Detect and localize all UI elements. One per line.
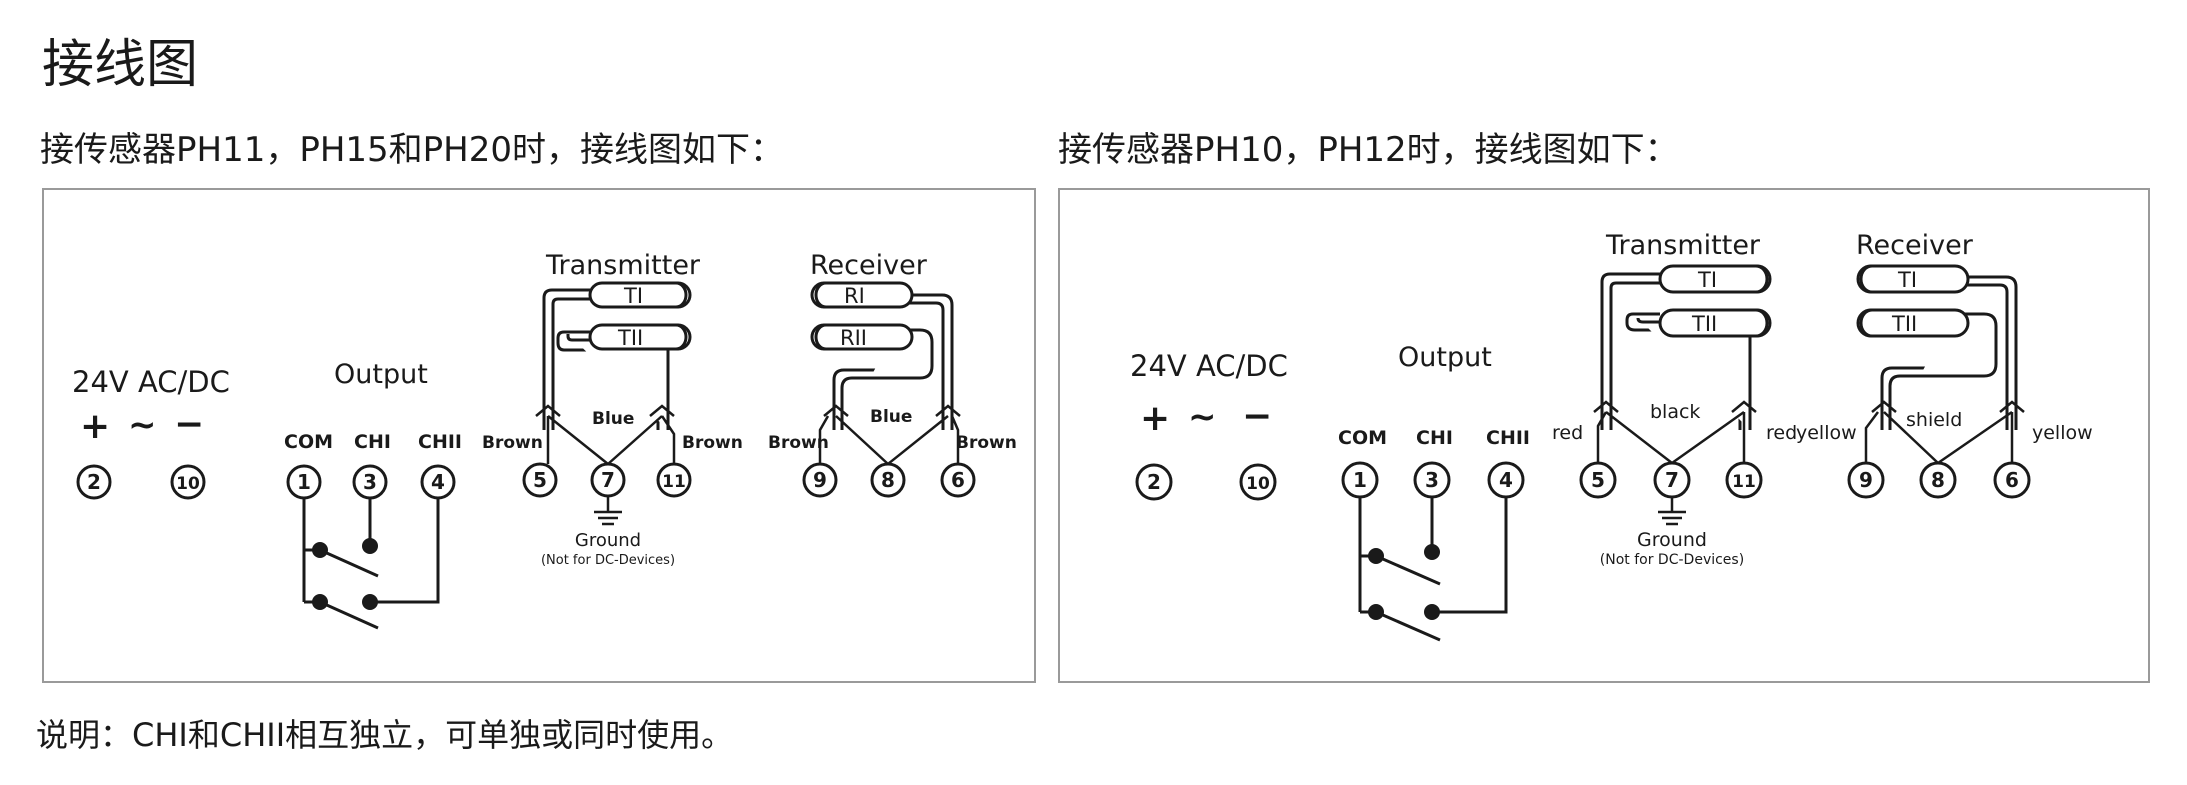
com-label: COM (284, 431, 333, 453)
terminal-2 (76, 464, 112, 500)
terminal-7-label: 7 (601, 468, 615, 492)
relay-contacts (302, 498, 440, 630)
transmitter-sensor (542, 281, 692, 430)
ch1-label: CHI (1416, 427, 1453, 449)
left-wiring-diagram: 24V AC/DC + ~ − 2 10 1 3 4 5 7 11 9 (42, 188, 1036, 683)
rx-left-wire-label: Brown (768, 433, 829, 453)
terminal-5 (522, 462, 558, 498)
terminal-8-label: 8 (1931, 468, 1945, 492)
transmitter-wires (1593, 400, 1757, 526)
r1-label: TI (1897, 268, 1917, 292)
ground-label: Ground (575, 530, 641, 551)
ch2-label: CHII (1486, 427, 1530, 449)
rx-right-wire-label: Brown (956, 433, 1017, 453)
minus-sign: − (1242, 396, 1272, 437)
terminal-11-label: 11 (1732, 472, 1756, 492)
ground-note: (Not for DC-Devices) (1600, 552, 1744, 568)
com-label: COM (1338, 427, 1387, 449)
terminal-5-label: 5 (1591, 468, 1605, 492)
transmitter-sensor (1600, 264, 1772, 430)
rx-mid-wire-label: shield (1906, 409, 1962, 431)
tx-mid-wire-label: black (1650, 401, 1700, 423)
minus-sign: − (174, 404, 204, 445)
terminal-10-label: 10 (1246, 474, 1270, 494)
receiver-sensor (1856, 264, 2018, 430)
r1-label: RI (844, 284, 865, 308)
terminal-2-label: 2 (1147, 470, 1161, 494)
right-diagram-svg: 24V AC/DC + ~ − 2 10 1 3 4 5 7 11 9 (1130, 230, 2093, 642)
receiver-sensor (810, 281, 954, 430)
tx-right-wire-label: red (1766, 422, 1797, 444)
receiver-label: Receiver (810, 250, 928, 281)
t2-label: TII (617, 326, 643, 350)
t1-label: TI (1697, 268, 1717, 292)
supply-label: 24V AC/DC (72, 365, 230, 399)
terminal-8-label: 8 (881, 468, 895, 492)
usage-note: 说明：CHI和CHII相互独立，可单独或同时使用。 (36, 716, 734, 754)
output-label: Output (1398, 342, 1492, 373)
relay-contacts (1358, 497, 1508, 642)
terminal-7-label: 7 (1665, 468, 1679, 492)
transmitter-wires (535, 404, 676, 526)
terminal-2 (1135, 463, 1173, 501)
terminal-6-label: 6 (951, 468, 965, 492)
terminal-11-label: 11 (662, 472, 686, 492)
r2-label: TII (1891, 312, 1917, 336)
tilde-sign: ~ (1188, 397, 1217, 437)
rx-right-wire-label: yellow (2032, 422, 2093, 444)
terminal-6-label: 6 (2005, 468, 2019, 492)
terminal-5-label: 5 (533, 468, 547, 492)
terminal-10-label: 10 (176, 474, 200, 494)
supply-label: 24V AC/DC (1130, 349, 1288, 383)
tx-left-wire-label: red (1552, 422, 1583, 444)
terminal-9-label: 9 (813, 468, 827, 492)
ch1-label: CHI (354, 431, 391, 453)
terminal-4-label: 4 (431, 470, 445, 494)
receiver-wires (818, 404, 961, 465)
ground-label: Ground (1637, 529, 1707, 551)
terminal-4-label: 4 (1499, 468, 1513, 492)
tx-left-wire-label: Brown (482, 433, 543, 453)
terminal-3-label: 3 (363, 470, 377, 494)
t2-label: TII (1691, 312, 1717, 336)
right-caption: 接传感器PH10，PH12时，接线图如下： (1058, 130, 1679, 170)
rx-mid-wire-label: Blue (870, 407, 912, 427)
output-label: Output (334, 359, 428, 390)
right-wiring-diagram: 24V AC/DC + ~ − 2 10 1 3 4 5 7 11 9 (1058, 188, 2150, 683)
terminal-10 (170, 464, 206, 500)
receiver-wires (1864, 400, 2025, 465)
t1-label: TI (623, 284, 643, 308)
terminal-10 (1239, 463, 1277, 501)
terminal-2-label: 2 (87, 470, 101, 494)
rx-left-wire-label: yellow (1796, 422, 1857, 444)
left-caption: 接传感器PH11，PH15和PH20时，接线图如下： (40, 130, 784, 170)
tilde-sign: ~ (128, 405, 157, 445)
left-diagram-svg: 24V AC/DC + ~ − 2 10 1 3 4 5 7 11 9 (72, 250, 1017, 630)
transmitter-label: Transmitter (1605, 230, 1761, 261)
r2-label: RII (840, 326, 867, 350)
terminal-9-label: 9 (1859, 468, 1873, 492)
ground-note: (Not for DC-Devices) (541, 553, 675, 568)
terminal-1-label: 1 (297, 470, 311, 494)
tx-mid-wire-label: Blue (592, 409, 634, 429)
transmitter-label: Transmitter (545, 250, 701, 281)
page-title: 接线图 (42, 35, 199, 95)
plus-sign: + (1140, 398, 1170, 439)
receiver-label: Receiver (1856, 230, 1974, 261)
terminal-1-label: 1 (1353, 468, 1367, 492)
ch2-label: CHII (418, 431, 462, 453)
terminal-3-label: 3 (1425, 468, 1439, 492)
tx-right-wire-label: Brown (682, 433, 743, 453)
plus-sign: + (80, 406, 110, 447)
